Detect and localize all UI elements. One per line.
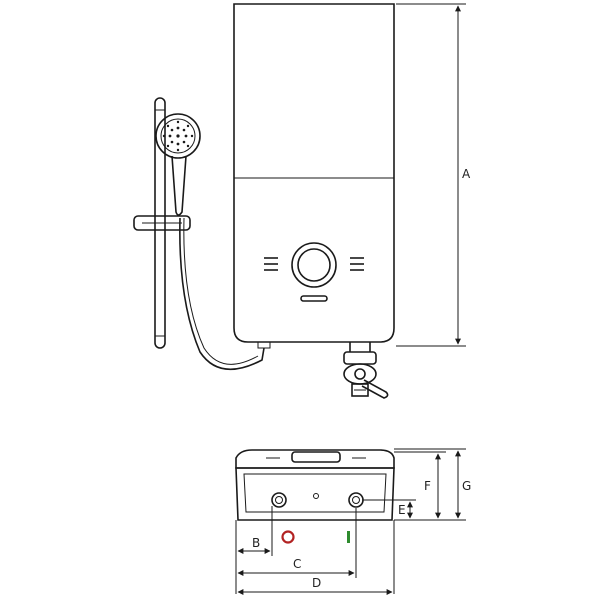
rail-slider: [133, 215, 191, 231]
unit-bottom-body: [235, 467, 395, 521]
dimension-c-label: C: [293, 557, 301, 571]
control-panel: [264, 242, 364, 302]
dimension-a: A: [396, 3, 471, 347]
indicator-slot: [300, 295, 328, 302]
dimension-e-label: E: [398, 503, 406, 517]
bottom-valve: [257, 341, 389, 399]
hot-marker-icon: [281, 530, 295, 544]
dimension-g: G: [394, 448, 471, 521]
dimension-b: B: [237, 536, 271, 554]
screw: [313, 493, 319, 499]
unit-top-cover: [235, 449, 395, 469]
dimension-f-label: F: [424, 479, 431, 493]
temperature-knob: [291, 242, 337, 288]
shower-head: [155, 113, 201, 216]
dimension-d-label: D: [312, 576, 321, 590]
shower-rail: [133, 97, 191, 349]
dimension-g-label: G: [462, 479, 471, 493]
dimension-c: C: [237, 557, 355, 576]
hot-inlet: [271, 492, 287, 508]
dimension-b-label: B: [252, 536, 260, 550]
dimension-a-label: A: [462, 167, 471, 181]
heater-body: [233, 3, 395, 343]
front-view: A: [133, 3, 471, 399]
bottom-view: B C D E F G: [235, 448, 471, 595]
dimension-d: D: [237, 576, 393, 595]
cold-inlet: [348, 492, 364, 508]
dimension-e: E: [362, 499, 416, 521]
shower-hose: [179, 217, 265, 371]
cold-marker-icon: [347, 531, 350, 543]
